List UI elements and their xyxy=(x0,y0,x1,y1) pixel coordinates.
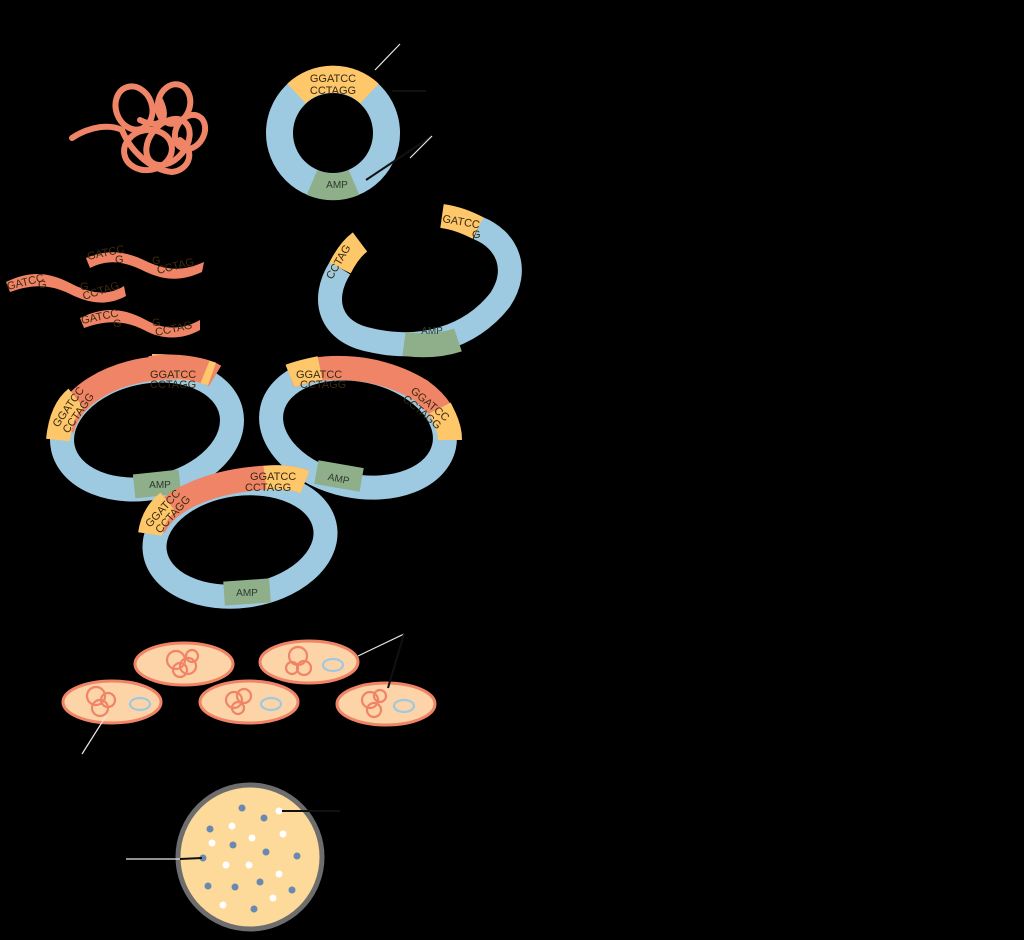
svg-text:G: G xyxy=(472,229,481,241)
leader-line-site xyxy=(374,43,401,71)
bacterium-with-plasmid xyxy=(258,639,360,685)
bacterium-with-plasmid xyxy=(335,681,437,727)
svg-text:GGATCC: GGATCC xyxy=(296,369,342,381)
svg-text:G: G xyxy=(113,318,122,330)
leader-line-amp xyxy=(365,135,433,181)
bacterium-with-plasmid xyxy=(198,679,300,725)
svg-text:G: G xyxy=(152,317,161,329)
svg-text:G: G xyxy=(152,255,161,267)
restriction-site-bottom: CCTAGG xyxy=(310,85,356,97)
petri-dish xyxy=(175,782,325,932)
svg-text:GGATCC: GGATCC xyxy=(150,369,196,381)
svg-text:AMP: AMP xyxy=(421,326,443,337)
restriction-site-top: GGATCC xyxy=(310,73,356,85)
cut-dna-fragments: GATCC G G CCTAG GATCC G G CCTAG GATCC G … xyxy=(6,243,204,339)
leader-line-chromosome xyxy=(81,715,107,755)
amp-gene-label: AMP xyxy=(326,180,348,191)
svg-text:CCTAGG: CCTAGG xyxy=(300,379,346,391)
svg-text:G: G xyxy=(80,281,89,293)
recombinant-plasmid-3: GGATCC CCTAGG GGATCC CCTAGG AMP xyxy=(138,465,338,609)
white-colonies xyxy=(208,807,287,909)
plasmid-vector: GGATCC CCTAGG AMP xyxy=(266,65,400,201)
svg-text:AMP: AMP xyxy=(149,480,171,491)
bacterium-with-plasmid xyxy=(61,679,163,725)
svg-text:CCTAGG: CCTAGG xyxy=(150,379,196,391)
svg-text:GGATCC: GGATCC xyxy=(250,471,296,483)
blue-colonies xyxy=(199,804,301,913)
bacterium-no-plasmid xyxy=(133,641,235,687)
cut-plasmid: CCTAG GATCC G AMP xyxy=(318,204,522,358)
svg-text:G: G xyxy=(38,279,47,291)
svg-text:CCTAGG: CCTAGG xyxy=(245,482,291,494)
leader-line-transformed xyxy=(357,633,405,657)
foreign-dna-tangle xyxy=(69,81,209,176)
svg-text:G: G xyxy=(115,254,124,266)
bacteria xyxy=(61,639,437,727)
svg-text:AMP: AMP xyxy=(236,588,258,599)
recombinant-plasmid-2: GGATCC CCTAGG GGATCC CCTAGG AMP xyxy=(259,356,462,500)
svg-text:AMP: AMP xyxy=(327,472,351,487)
